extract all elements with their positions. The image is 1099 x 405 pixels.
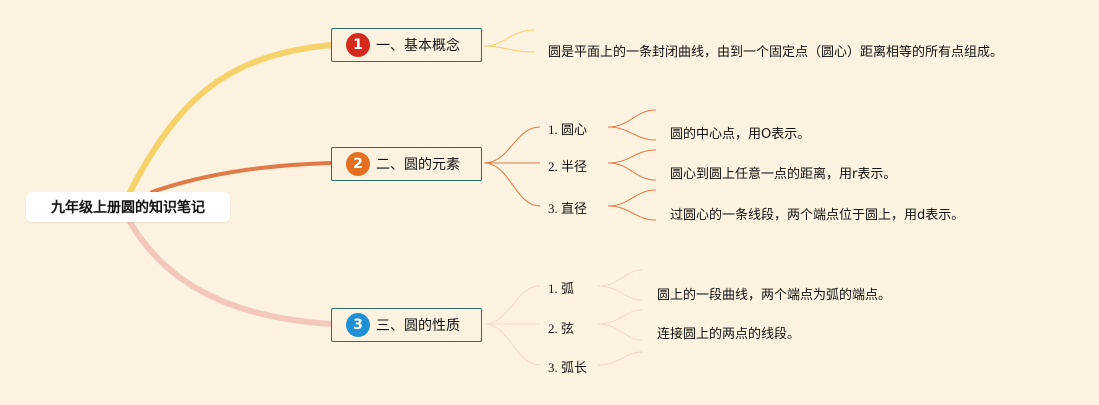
sub-3-2-detail-connector-b <box>597 323 643 341</box>
topic-2[interactable]: 2 二、圆的元素 <box>331 147 482 181</box>
topic-1-detail-connector-2 <box>483 45 536 53</box>
sub-2-3-detail-connector <box>607 189 657 207</box>
subtopic-center[interactable]: 1. 圆心 <box>548 122 588 137</box>
topic-2-sub-connector-1 <box>483 126 541 164</box>
topic-1-label: 一、基本概念 <box>376 38 460 54</box>
root-topic[interactable]: 九年级上册圆的知识笔记 <box>26 192 230 222</box>
sub-3-1-detail-connector-b <box>597 285 643 301</box>
number-badge-2: 2 <box>346 152 370 176</box>
topic-3-sub-connector-1 <box>483 285 541 325</box>
topic-3-sub-connector-3 <box>483 323 541 366</box>
subtopic-arc-length[interactable]: 3. 弧长 <box>548 360 588 375</box>
detail-diameter[interactable]: 过圆心的一条线段，两个端点位于圆上，用d表示。 <box>670 208 965 223</box>
sub-3-2-detail-connector <box>597 309 643 325</box>
sub-2-2-detail-connector <box>607 149 657 164</box>
branch-2-connector <box>150 161 333 194</box>
detail-center[interactable]: 圆的中心点，用O表示。 <box>670 127 811 142</box>
subtopic-arc[interactable]: 1. 弧 <box>548 281 575 296</box>
topic-3-label: 三、圆的性质 <box>376 318 460 334</box>
subtopic-radius[interactable]: 2. 半径 <box>548 159 588 174</box>
sub-2-1-detail-connector <box>607 109 657 128</box>
sub-2-1-detail-connector-b <box>607 126 657 141</box>
detail-chord[interactable]: 连接圆上的两点的线段。 <box>657 327 801 342</box>
topic-3[interactable]: 3 三、圆的性质 <box>331 308 482 342</box>
subtopic-chord[interactable]: 2. 弦 <box>548 321 575 336</box>
branch-1-connector <box>127 42 334 195</box>
topic-1-detail[interactable]: 圆是平面上的一条封闭曲线，由到一个固定点（圆心）距离相等的所有点组成。 <box>548 45 1004 60</box>
topic-2-label: 二、圆的元素 <box>376 157 460 173</box>
sub-2-3-detail-connector-b <box>607 205 657 221</box>
detail-radius[interactable]: 圆心到圆上任意一点的距离，用r表示。 <box>670 167 897 182</box>
sub-3-3-connector <box>597 351 643 366</box>
root-title: 九年级上册圆的知识笔记 <box>51 200 205 216</box>
sub-3-1-detail-connector <box>597 269 643 287</box>
topic-1[interactable]: 1 一、基本概念 <box>331 28 482 62</box>
branch-3-connector <box>127 219 334 327</box>
detail-arc[interactable]: 圆上的一段曲线，两个端点为弧的端点。 <box>657 288 892 303</box>
sub-2-2-detail-connector-b <box>607 162 657 181</box>
subtopic-diameter[interactable]: 3. 直径 <box>548 201 588 216</box>
number-badge-1: 1 <box>346 33 370 57</box>
topic-1-detail-connector <box>483 29 536 47</box>
number-badge-3: 3 <box>346 313 370 337</box>
topic-2-sub-connector-3 <box>483 162 541 207</box>
